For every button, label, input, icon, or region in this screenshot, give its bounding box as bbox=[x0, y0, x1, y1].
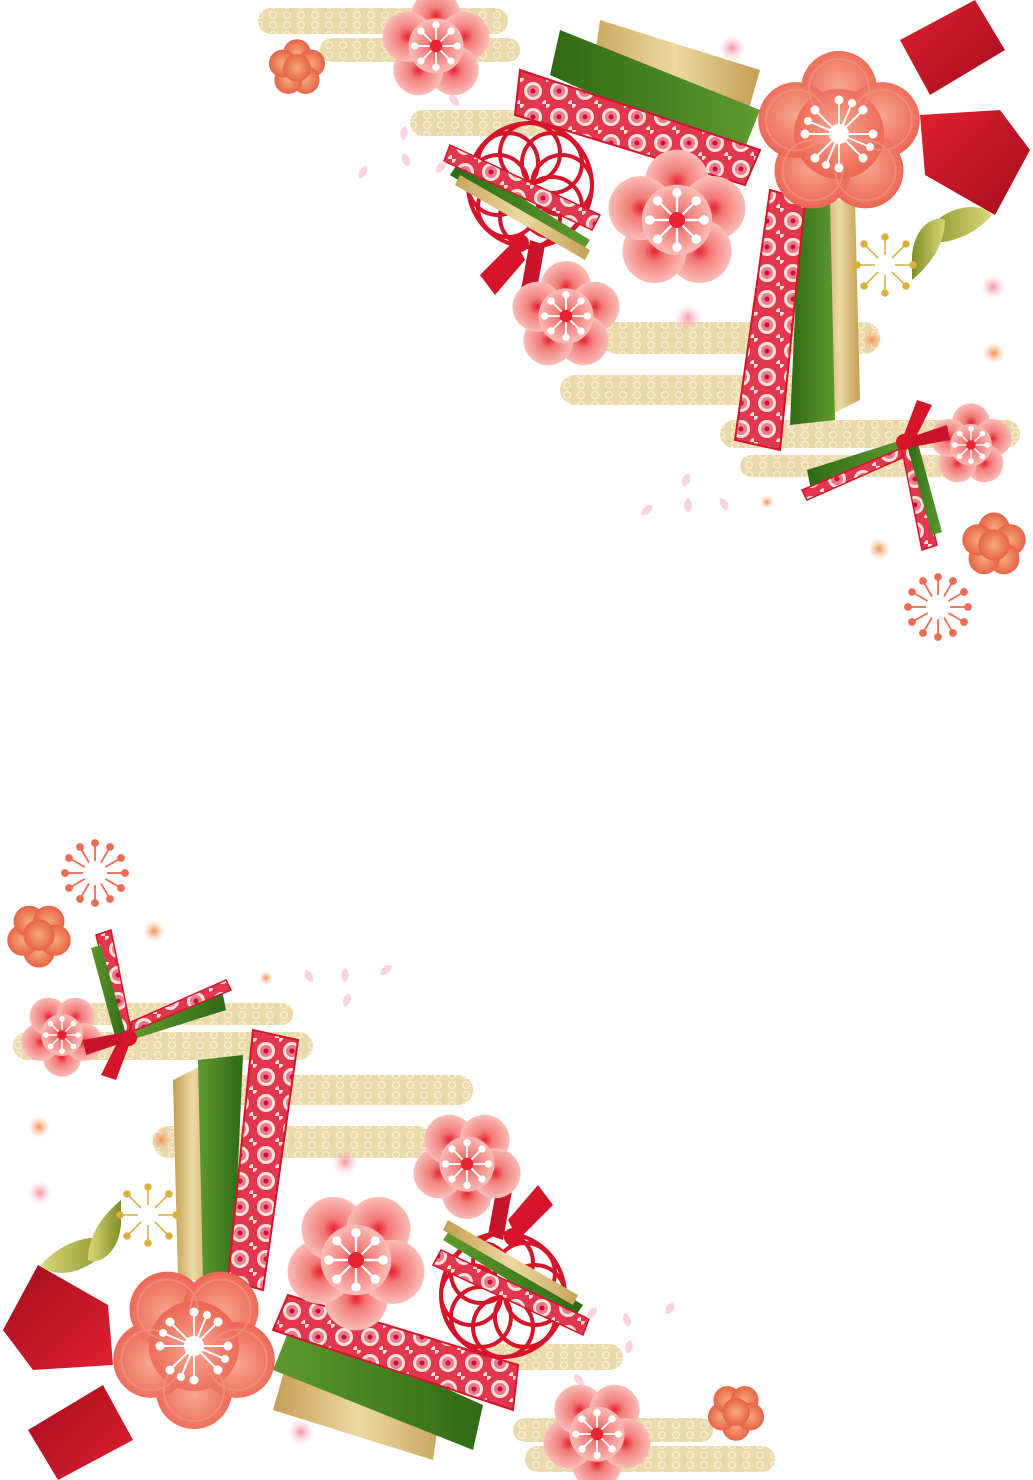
tassel-bow bbox=[900, 0, 1030, 215]
glow-dot bbox=[27, 920, 359, 1446]
big-plum-blossom bbox=[112, 1270, 276, 1430]
top-right-ornament bbox=[258, 0, 1030, 641]
tassel-bow bbox=[800, 400, 950, 551]
mizuhiki-knot-ball bbox=[431, 1180, 590, 1359]
mizuhiki-knot-ball bbox=[443, 121, 602, 300]
tassel-bow bbox=[83, 929, 233, 1080]
ribbon bbox=[513, 20, 860, 452]
bottom-left-ornament bbox=[3, 839, 775, 1480]
big-plum-blossom bbox=[757, 50, 921, 210]
ribbon bbox=[173, 1028, 520, 1460]
glow-dot bbox=[674, 34, 1006, 560]
bamboo-leaves bbox=[41, 1200, 121, 1273]
bamboo-leaves bbox=[912, 207, 992, 280]
tassel-bow bbox=[3, 1265, 133, 1480]
